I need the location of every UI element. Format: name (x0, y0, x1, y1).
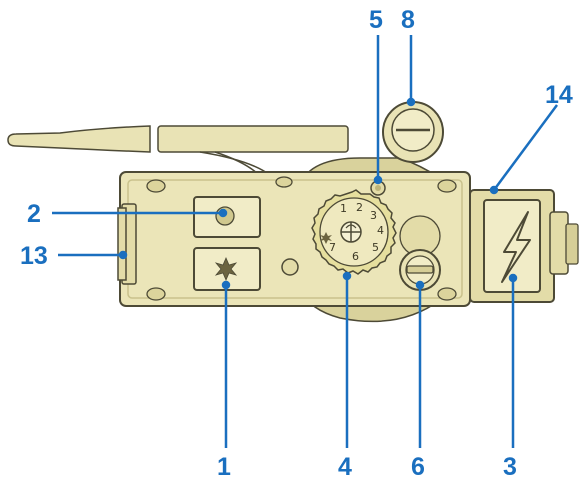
control-knob[interactable]: 1 2 3 4 5 6 7 (311, 189, 397, 275)
callout-label-8: 8 (401, 6, 415, 34)
pilot-adjust-pin (281, 258, 299, 276)
igniter-button[interactable] (483, 199, 541, 293)
callout-label-6: 6 (411, 453, 425, 481)
pilot-window (193, 196, 261, 238)
callout-label-1: 1 (217, 453, 231, 481)
dial-number-3: 3 (370, 209, 377, 222)
callout-leaders (52, 35, 559, 448)
callout-label-3: 3 (503, 453, 517, 481)
flame-dial-icon (340, 221, 362, 243)
callout-label-5: 5 (369, 6, 383, 34)
lightning-bolt-icon (501, 211, 531, 283)
dial-number-2: 2 (356, 201, 363, 214)
dial-number-5: 5 (372, 241, 379, 254)
left-flange (117, 203, 137, 285)
callout-label-4: 4 (338, 453, 352, 481)
dial-number-7: 7 (329, 241, 336, 254)
dial-number-1: 1 (340, 202, 347, 215)
dial-pilot-star-icon (320, 232, 332, 244)
callout-label-13: 13 (20, 242, 48, 270)
dial-number-6: 6 (352, 250, 359, 263)
callout-label-2: 2 (27, 200, 41, 228)
thermocouple-port (382, 101, 444, 163)
dial-number-4: 4 (377, 224, 384, 237)
thermostat-capillary (7, 125, 349, 186)
spark-star-icon (214, 256, 238, 282)
callout-label-14: 14 (545, 81, 573, 109)
mounting-screws (146, 176, 457, 301)
